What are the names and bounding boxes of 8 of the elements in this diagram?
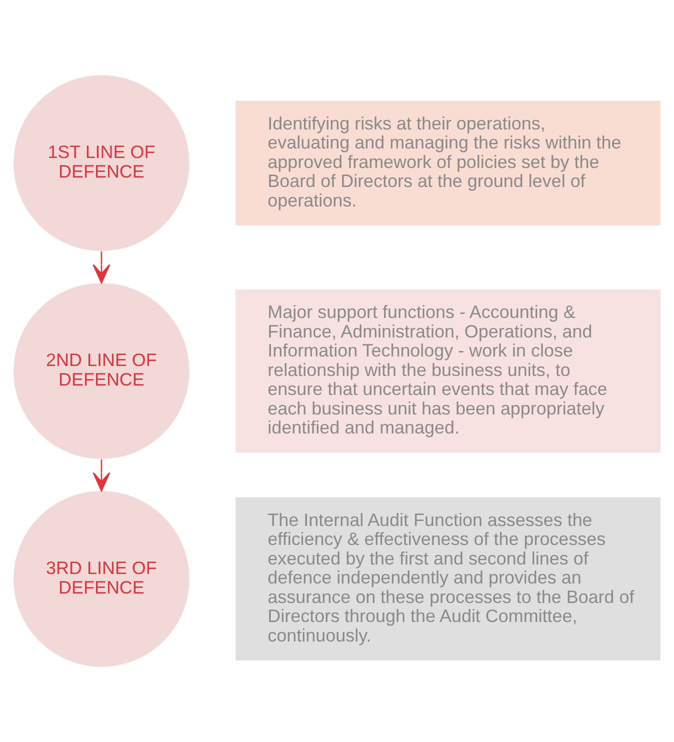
arrow (92, 459, 110, 492)
node-box: Major support functions - Accounting & Finance, Administration, Operations, and Information Technology - work in close relationship with the business units, to ensure that uncertain events that may face each business unit has been appropriately identified and managed. (236, 290, 660, 452)
node-circle: 2ND LINE OF DEFENCE (14, 283, 190, 459)
node-box: The Internal Audit Function assesses the efficiency & effectiveness of the processes executed by the first and second lines of defence independently and provides an assurance on these processes to the Board of Directors through the Audit Committee, continuously. (236, 497, 660, 660)
arrow (92, 251, 110, 284)
node-box: Identifying risks at their operations, evaluating and managing the risks within the approved framework of policies set by the Board of Directors at the ground level of operations. (236, 100, 660, 226)
node-circle: 3RD LINE OF DEFENCE (14, 491, 190, 667)
node-circle: 1ST LINE OF DEFENCE (14, 75, 190, 251)
